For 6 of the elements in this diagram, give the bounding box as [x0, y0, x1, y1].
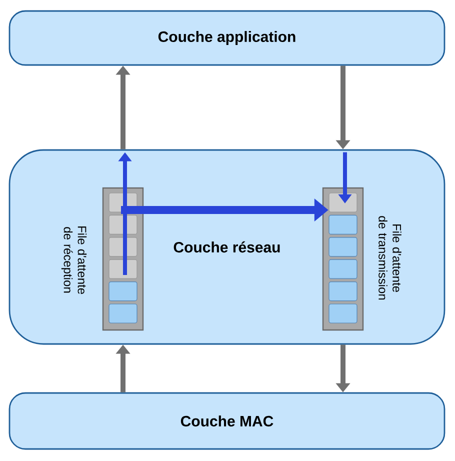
queue-drawing: [322, 187, 364, 331]
layer-box: Couche application: [8, 10, 446, 66]
layer-box: Couche MAC: [8, 392, 446, 450]
queue-label: File d'attente de transmission: [378, 216, 402, 300]
queue-drawing: [102, 187, 144, 331]
queue-label: File d'attente de réception: [61, 226, 87, 294]
